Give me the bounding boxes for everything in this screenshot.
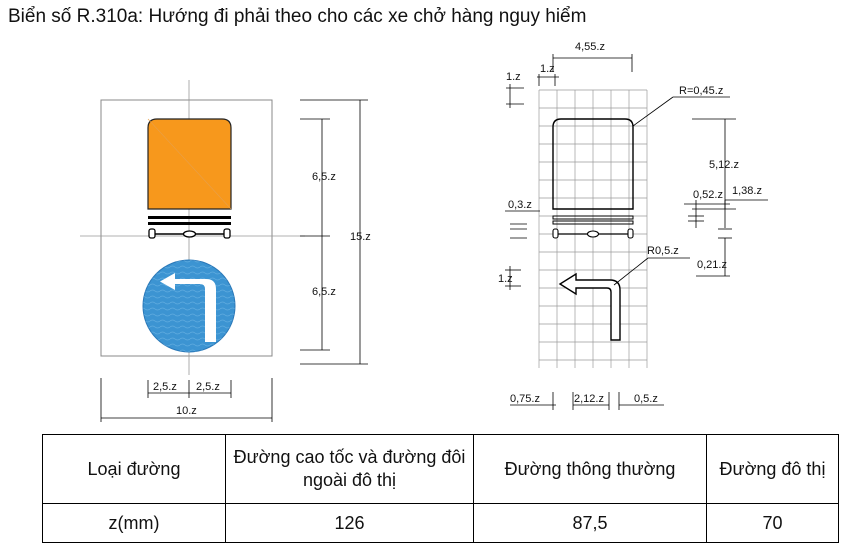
spec-table: Loại đường Đường cao tốc và đường đôi ng…: [42, 434, 839, 543]
half-width-left-label: 2,5.z: [153, 381, 177, 393]
grid-arrow-outline: [558, 272, 621, 341]
total-height-label: 15.z: [350, 231, 371, 243]
upper-height-label: 6,5.z: [312, 171, 336, 183]
upper-height-dim: [300, 99, 368, 365]
arrow-radius-label: R0,5.z: [647, 245, 679, 257]
bottom-right-label: 0,5.z: [634, 393, 658, 405]
bottom-left-label: 0,75.z: [510, 393, 540, 405]
bottom-offset-label: 0,21.z: [697, 259, 727, 271]
cell-height-label: 1.z: [506, 71, 521, 83]
table-cell: z(mm): [42, 503, 226, 543]
total-width-label: 10.z: [176, 405, 197, 417]
gap-a-label: 0,52.z: [693, 189, 723, 201]
left-sign: 6,5.z 6,5.z 15.z 2,5.z 2,5.z 10.z: [80, 80, 371, 422]
top-width-label: 4,55.z: [575, 41, 605, 53]
table-cell: 126: [225, 503, 474, 543]
corner-radius-label: R=0,45.z: [679, 85, 723, 97]
table-header-cell: Đường thông thường: [473, 434, 707, 504]
table-header-row: Loại đường Đường cao tốc và đường đôi ng…: [42, 434, 839, 504]
turn-left-arrow-icon: [142, 259, 236, 353]
gap-b-label: 1,38.z: [732, 185, 762, 197]
construction-grid-diagram: 4,55.z 1.z 1.z R=0,45.z 5,12.z 0,52.z 1,…: [498, 41, 768, 410]
truck-bar-bottom: [148, 222, 231, 225]
grid-panel-outline: [552, 118, 634, 210]
table-header-cell: Đường cao tốc và đường đôi ngoài đô thị: [225, 434, 474, 504]
table-header-cell: Loại đường: [42, 434, 226, 504]
width-dims: [100, 378, 273, 422]
panel-height-label: 5,12.z: [709, 159, 739, 171]
hazmat-truck-icon: [147, 118, 232, 239]
table-header-cell: Đường đô thị: [706, 434, 839, 504]
page-title: Biển số R.310a: Hướng đi phải theo cho c…: [8, 6, 587, 27]
sign-diagram: 6,5.z 6,5.z 15.z 2,5.z 2,5.z 10.z: [80, 41, 768, 422]
bar-height-label: 0,3.z: [508, 199, 532, 211]
bottom-middle-label: 2,12.z: [574, 393, 604, 405]
lower-height-label: 6,5.z: [312, 286, 336, 298]
half-width-right-label: 2,5.z: [196, 381, 220, 393]
table-cell: 87,5: [473, 503, 707, 543]
truck-bar-top: [148, 216, 231, 219]
arrow-step-label: 1.z: [498, 273, 513, 285]
arrow-shape: [160, 273, 216, 342]
table-cell: 70: [706, 503, 839, 543]
cell-width-label: 1.z: [540, 63, 555, 75]
table-row: z(mm) 126 87,5 70: [42, 503, 839, 543]
